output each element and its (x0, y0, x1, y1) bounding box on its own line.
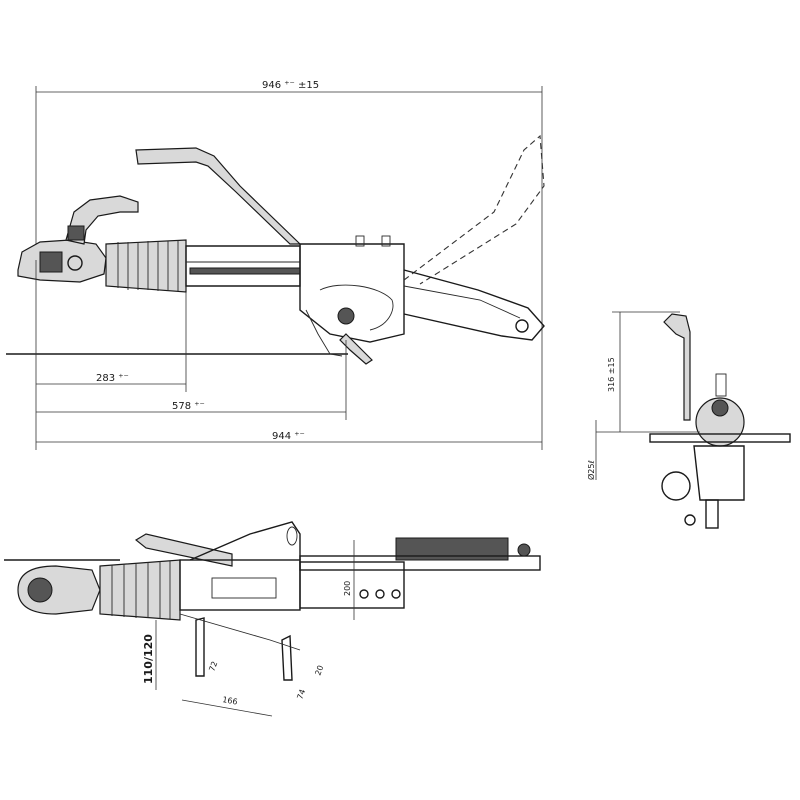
top-bolt-right (281, 634, 293, 681)
drawbar-stripe (189, 267, 301, 275)
top-damper (395, 537, 509, 561)
swivel-eye (515, 319, 529, 333)
side-view: 946 ⁺⁻ ±15 (6, 80, 545, 450)
top-dim-74: 74 (295, 688, 307, 701)
dim-label-overall-top: 946 ⁺⁻ ±15 (262, 80, 319, 91)
top-rear-tube (299, 561, 405, 609)
front-coupling-head (711, 399, 729, 417)
coupling-socket (39, 251, 63, 273)
front-wheel (661, 471, 691, 501)
handbrake-lever (135, 147, 302, 245)
front-plate (649, 433, 791, 443)
housing-stud-1 (355, 235, 365, 247)
top-bolt-left (195, 617, 205, 677)
dim-label-283: 283 ⁺⁻ (96, 373, 129, 384)
top-tube-slot (211, 577, 277, 599)
front-top-stud (715, 373, 727, 397)
housing (299, 243, 405, 343)
top-hole-1 (359, 589, 369, 599)
top-bracket-hole (286, 526, 298, 546)
top-dim-200: 200 (343, 581, 352, 596)
top-dim-110-120: 110/120 (142, 634, 155, 684)
front-dim-label: 316 ±15 (607, 357, 616, 392)
top-hole-2 (375, 589, 385, 599)
dim-label-944: 944 ⁺⁻ (272, 431, 305, 442)
lever-link (305, 309, 343, 357)
top-main-tube (179, 559, 301, 611)
front-view: 316 ±15 Ø25ℓ (586, 311, 791, 529)
top-dim-angle: 20 (313, 664, 325, 677)
bellows-folds (117, 240, 179, 291)
front-handle (663, 313, 691, 421)
top-damper-eye (517, 543, 531, 557)
top-handle (134, 533, 233, 567)
swivel-bracket (403, 269, 545, 341)
handbrake-released (403, 134, 545, 285)
dim-label-578: 578 ⁺⁻ (172, 401, 205, 412)
top-bracket (189, 521, 301, 561)
top-coupling-ball (27, 577, 53, 603)
swivel-inner (403, 285, 521, 319)
front-lower-body (693, 445, 745, 501)
top-dim-166: 166 (222, 695, 239, 707)
front-dim-lower-label: Ø25ℓ (586, 460, 596, 480)
pivot-bolt (337, 307, 355, 325)
top-dim-166-line (181, 699, 273, 717)
coupling-bolt (67, 255, 83, 271)
housing-contour (319, 284, 394, 331)
drawbar-tube (185, 245, 301, 287)
housing-stud-2 (381, 235, 391, 247)
top-bellows-folds (111, 561, 171, 619)
top-dim-72: 72 (207, 660, 219, 673)
top-bracket-lower (179, 613, 301, 651)
wedge-lever (339, 333, 373, 365)
front-nut (684, 514, 696, 526)
top-view: 200 110/120 166 72 74 20 (4, 521, 541, 717)
top-hole-3 (391, 589, 401, 599)
top-rail (299, 555, 541, 571)
front-rod (705, 499, 719, 529)
coupling-lock (67, 225, 85, 241)
